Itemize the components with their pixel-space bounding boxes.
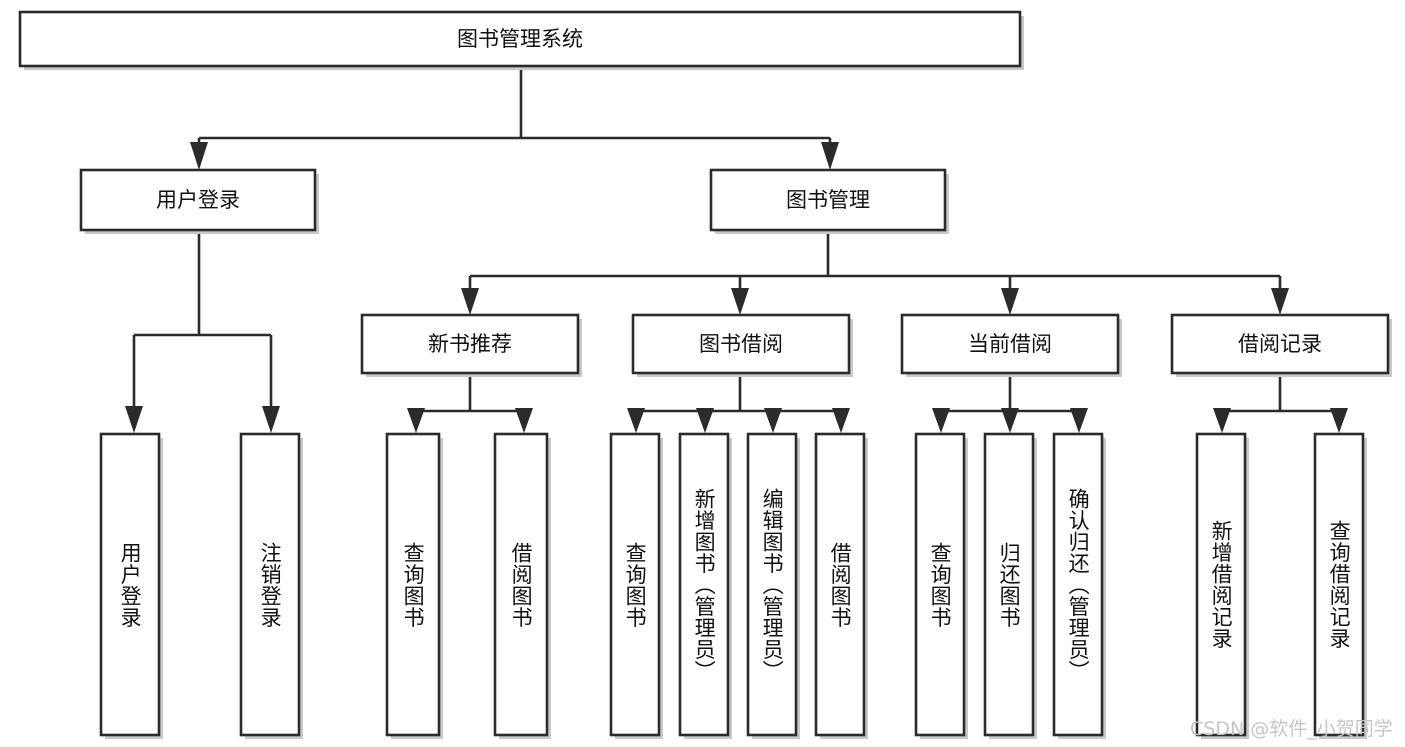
- arrow-to-leaf-add-record: [1213, 408, 1231, 433]
- node-leaf-query-book-3-box: [914, 432, 966, 737]
- arrow-to-leaf-borrow-book-2: [832, 408, 850, 433]
- arrow-to-book-management: [821, 142, 839, 170]
- connector-bookmgmt-to-bus: [468, 232, 1282, 294]
- node-root-label: 图书管理系统: [457, 27, 583, 51]
- node-leaf-query-book-1-label: 查询图书: [401, 541, 426, 628]
- node-leaf-add-record-box: [1195, 432, 1247, 737]
- node-leaf-query-record[interactable]: 查询借阅记录: [1313, 432, 1367, 739]
- arrow-to-leaf-user-logout: [262, 406, 280, 433]
- node-book-management-label: 图书管理: [786, 188, 870, 212]
- node-leaf-query-book-2-box: [609, 432, 661, 737]
- arrow-to-leaf-confirm-return: [1070, 408, 1088, 433]
- node-leaf-add-book-label: 新增图书（管理员）: [692, 487, 717, 682]
- node-leaf-user-logout-label: 注销登录: [258, 541, 283, 628]
- connector-root-to-bus: [197, 68, 832, 158]
- node-new-book-recommend-box: [360, 313, 580, 375]
- node-leaf-query-book-1[interactable]: 查询图书: [385, 432, 443, 739]
- node-leaf-borrow-book-2-box: [814, 432, 866, 737]
- arrow-to-leaf-query-record: [1330, 408, 1348, 433]
- node-leaf-query-book-3-label: 查询图书: [928, 541, 953, 628]
- node-book-borrow[interactable]: 图书借阅: [631, 313, 853, 377]
- node-leaf-borrow-book-2[interactable]: 借阅图书: [814, 432, 868, 739]
- node-leaf-edit-book[interactable]: 编辑图书（管理员）: [746, 432, 800, 739]
- node-leaf-borrow-book-2-label: 借阅图书: [828, 541, 853, 628]
- node-leaf-query-record-box: [1313, 432, 1365, 737]
- node-leaf-user-logout[interactable]: 注销登录: [239, 432, 303, 739]
- node-leaf-edit-book-box: [746, 432, 798, 737]
- node-leaf-query-book-3[interactable]: 查询图书: [914, 432, 968, 739]
- node-leaf-add-record-label: 新增借阅记录: [1209, 520, 1234, 649]
- node-leaf-return-book[interactable]: 归还图书: [983, 432, 1037, 739]
- node-book-borrow-label: 图书借阅: [699, 332, 783, 356]
- arrow-to-leaf-return-book: [1001, 408, 1019, 433]
- node-user-login-box: [79, 168, 317, 232]
- connector-newbook-to-bus: [414, 375, 526, 418]
- node-borrow-record[interactable]: 借阅记录: [1170, 313, 1392, 377]
- node-leaf-add-record[interactable]: 新增借阅记录: [1195, 432, 1249, 739]
- arrow-to-leaf-borrow-book-1: [515, 408, 533, 433]
- node-borrow-record-box: [1170, 313, 1390, 375]
- node-current-borrow[interactable]: 当前借阅: [900, 313, 1122, 377]
- arrow-to-user-login: [190, 142, 208, 170]
- node-leaf-edit-book-label: 编辑图书（管理员）: [760, 487, 785, 682]
- node-leaf-add-book-box: [678, 432, 730, 737]
- node-leaf-confirm-return-box: [1052, 432, 1104, 737]
- node-leaf-query-book-2-label: 查询图书: [623, 541, 648, 628]
- node-leaf-return-book-label: 归还图书: [997, 541, 1022, 628]
- node-book-borrow-box: [631, 313, 851, 375]
- arrow-to-leaf-query-book-1: [407, 408, 425, 433]
- node-leaf-borrow-book-1-label: 借阅图书: [509, 541, 534, 628]
- node-leaf-confirm-return[interactable]: 确认归还（管理员）: [1052, 432, 1106, 739]
- arrow-to-leaf-edit-book: [764, 408, 782, 433]
- arrow-to-leaf-query-book-3: [932, 408, 950, 433]
- node-book-management[interactable]: 图书管理: [709, 168, 949, 234]
- arrow-to-leaf-query-book-2: [627, 408, 645, 433]
- arrow-to-current-borrow: [1001, 288, 1019, 315]
- arrow-to-book-borrow: [731, 288, 749, 315]
- connector-bookborrow-to-bus: [634, 375, 843, 418]
- node-leaf-return-book-box: [983, 432, 1035, 737]
- node-leaf-query-record-label: 查询借阅记录: [1327, 520, 1352, 649]
- connector-borrowrecord-to-bus: [1220, 375, 1341, 418]
- node-leaf-user-logout-box: [239, 432, 301, 737]
- arrow-to-leaf-user-login: [125, 406, 143, 433]
- node-user-login-label: 用户登录: [156, 188, 240, 212]
- node-current-borrow-label: 当前借阅: [968, 332, 1052, 356]
- node-leaf-user-login-label: 用户登录: [118, 541, 143, 628]
- node-leaf-user-login[interactable]: 用户登录: [99, 432, 163, 739]
- node-current-borrow-box: [900, 313, 1120, 375]
- node-leaf-add-book[interactable]: 新增图书（管理员）: [678, 432, 732, 739]
- node-leaf-query-book-2[interactable]: 查询图书: [609, 432, 663, 739]
- node-user-login[interactable]: 用户登录: [79, 168, 319, 234]
- node-borrow-record-label: 借阅记录: [1238, 332, 1322, 356]
- node-leaf-confirm-return-label: 确认归还（管理员）: [1066, 487, 1091, 682]
- node-leaf-borrow-book-1-box: [493, 432, 549, 737]
- node-leaf-borrow-book-1[interactable]: 借阅图书: [493, 432, 551, 739]
- node-new-book-recommend-label: 新书推荐: [428, 332, 512, 356]
- node-leaf-query-book-1-box: [385, 432, 441, 737]
- arrow-to-new-book-recommend: [461, 288, 479, 315]
- node-leaf-user-login-box: [99, 432, 161, 737]
- connectors-group: [125, 68, 1348, 433]
- node-book-management-box: [709, 168, 947, 232]
- node-root[interactable]: 图书管理系统: [18, 10, 1024, 70]
- node-new-book-recommend[interactable]: 新书推荐: [360, 313, 582, 377]
- arrow-to-leaf-add-book: [696, 408, 714, 433]
- arrow-to-borrow-record: [1271, 288, 1289, 315]
- connector-userlogin-to-bus: [132, 232, 273, 412]
- node-root-box: [18, 10, 1022, 68]
